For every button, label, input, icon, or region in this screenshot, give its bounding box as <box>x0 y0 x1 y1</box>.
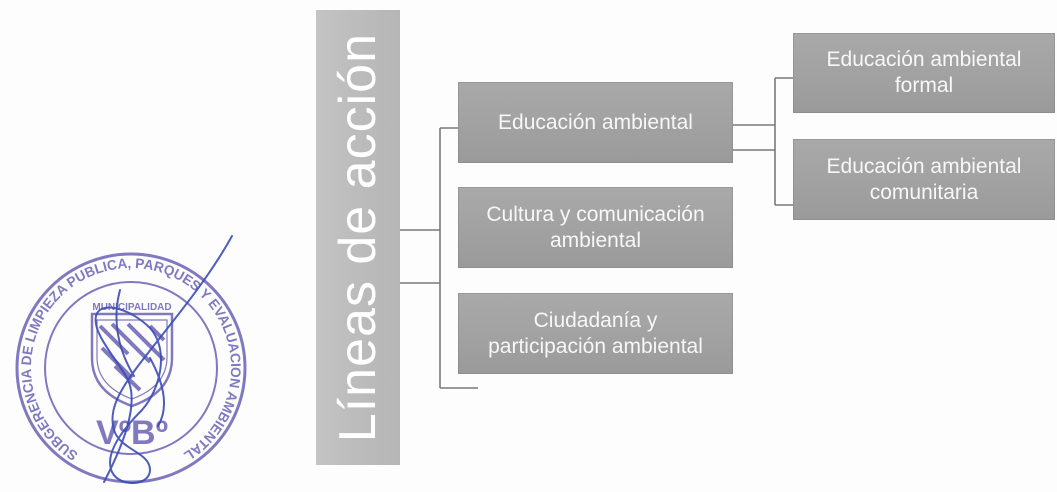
node-label-line: Educación ambiental <box>498 110 693 134</box>
node-label-line: participación ambiental <box>488 334 703 358</box>
node-label-line: Ciudadanía y <box>533 308 658 332</box>
stamp-inner-ring <box>44 281 218 455</box>
node-label-line: Educación ambiental <box>826 48 1022 71</box>
node-cultura-comunicacion: Cultura y comunicación ambiental <box>458 187 733 268</box>
stamp-outer-ring <box>15 252 247 484</box>
lineas-de-accion-bar: Líneas de acción <box>316 10 400 465</box>
node-label-line: Educación ambiental <box>826 154 1022 178</box>
diagram-title: Líneas de acción <box>329 32 387 443</box>
stamp-inner-text: MUNICIPALIDAD <box>92 302 171 313</box>
node-educacion-ambiental-comunitaria: Educación ambiental comunitaria <box>793 139 1055 220</box>
handwritten-signature <box>94 235 233 484</box>
node-label-line: Cultura y comunicación <box>486 202 705 226</box>
node-label-line: comunitaria <box>869 180 979 204</box>
node-label-line: formal <box>894 74 954 97</box>
node-ciudadania-participacion: Ciudadanía y participación ambiental <box>458 293 733 374</box>
official-stamp: SUBGERENCIA DE LIMPIEZA PUBLICA, PARQUES… <box>15 235 247 484</box>
node-label-line: ambiental <box>549 228 642 252</box>
node-educacion-ambiental: Educación ambiental <box>458 82 733 163</box>
node-educacion-ambiental-formal: Educación ambiental formal <box>793 33 1055 113</box>
